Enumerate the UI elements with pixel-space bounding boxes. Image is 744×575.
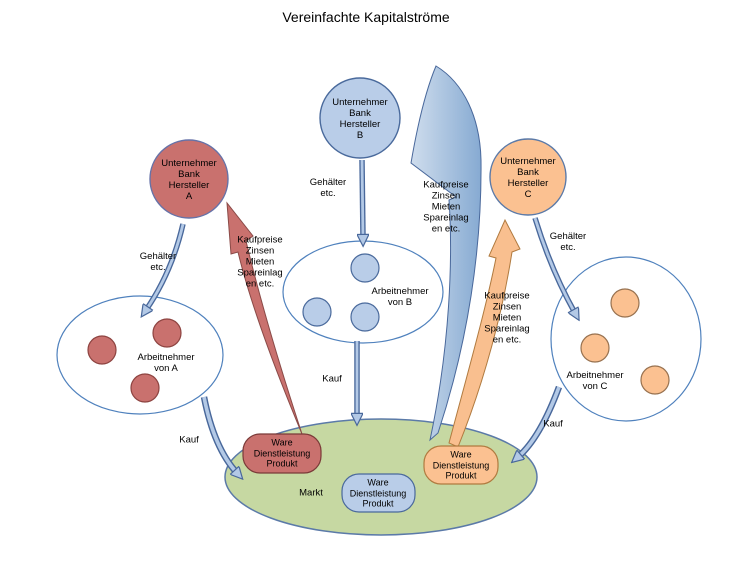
workers-a-label: Arbeitnehmer von A [137, 352, 195, 374]
salary-arrow-a [146, 223, 186, 310]
diagram-title: Vereinfachte Kapitalströme [282, 9, 450, 25]
salary-label-a: Gehälter etc. [139, 251, 177, 273]
salary-arrow-c [532, 217, 575, 313]
offer-c-box [423, 445, 499, 485]
returns-label-a: Kaufpreise Zinsen Mieten Spareinlag en e… [237, 234, 283, 290]
purchase-arrow-c [518, 385, 563, 457]
offer-b-label: Ware Dienstleistung Produkt [349, 477, 407, 509]
offer-a-label: Ware Dienstleistung Produkt [253, 437, 311, 469]
returns-arrow-c [448, 218, 521, 448]
offer-b-box [341, 473, 416, 513]
workers-c-ellipse [550, 256, 702, 422]
returns-label-b: Kaufpreise Zinsen Mieten Spareinlag en e… [423, 179, 469, 235]
purchase-arrow-a [200, 396, 237, 473]
salary-arrow-b [362, 159, 363, 238]
producer-a-label: Unternehmer Bank Hersteller A [161, 158, 217, 202]
producer-c-label: Unternehmer Bank Hersteller C [500, 156, 556, 200]
purchase-label-c: Kauf [543, 418, 563, 430]
offer-a-box [242, 433, 322, 474]
returns-arrow-b [410, 65, 482, 442]
producer-c-circle [489, 138, 567, 216]
producer-a-circle [149, 139, 229, 219]
purchase-label-b: Kauf [322, 373, 342, 385]
workers-c-label: Arbeitnehmer von C [566, 370, 624, 392]
workers-b-label: Arbeitnehmer von B [371, 286, 429, 308]
purchase-label-a: Kauf [179, 434, 199, 446]
returns-label-c: Kaufpreise Zinsen Mieten Spareinlag en e… [484, 290, 530, 346]
offer-c-label: Ware Dienstleistung Produkt [432, 449, 490, 481]
salary-label-b: Gehälter etc. [309, 177, 347, 199]
returns-arrow-a [226, 201, 303, 435]
producer-b-label: Unternehmer Bank Hersteller B [332, 97, 388, 141]
workers-b-members [302, 253, 380, 332]
workers-a-members [87, 318, 182, 403]
salary-label-c: Gehälter etc. [549, 231, 587, 253]
workers-c-members [580, 288, 670, 395]
producer-b-circle [319, 77, 401, 159]
market-label: Markt [299, 487, 323, 499]
workers-a-ellipse [56, 295, 224, 415]
